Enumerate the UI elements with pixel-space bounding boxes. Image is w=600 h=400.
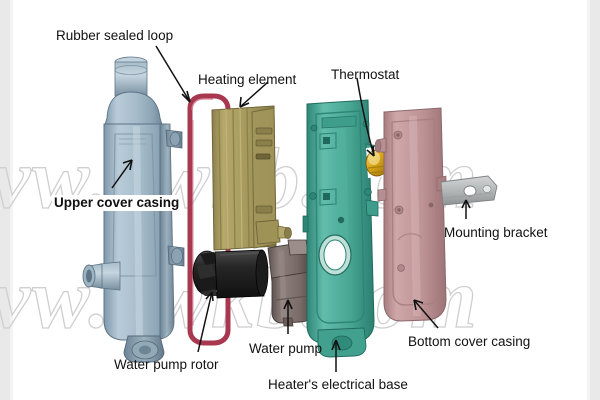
label-thermostat: Thermostat [331,67,400,82]
label-water-pump-rotor: Water pump rotor [114,357,219,372]
label-water-pump: Water pump [249,341,323,356]
label-upper-cover-casing: Upper cover casing [52,195,182,211]
label-mounting-bracket: Mounting bracket [444,225,548,240]
label-rubber-sealed-loop: Rubber sealed loop [56,28,174,43]
label-heating-element: Heating element [198,72,297,87]
left-edge-band-inner [10,0,13,400]
part-heating-element [211,105,292,251]
part-mounting-bracket [440,175,498,206]
part-water-pump [267,239,313,327]
leader-lines [111,45,471,372]
label-bottom-cover-casing: Bottom cover casing [408,334,531,349]
label-heaters-electrical-base: Heater's electrical base [268,377,408,392]
part-water-pump-rotor [192,249,269,299]
right-edge-band [590,0,600,400]
left-edge-band [0,0,10,400]
part-bottom-cover-casing [374,107,447,322]
part-heaters-electrical-base [302,99,379,358]
part-rubber-sealed-loop [187,93,231,346]
right-edge-band-inner [587,0,590,400]
